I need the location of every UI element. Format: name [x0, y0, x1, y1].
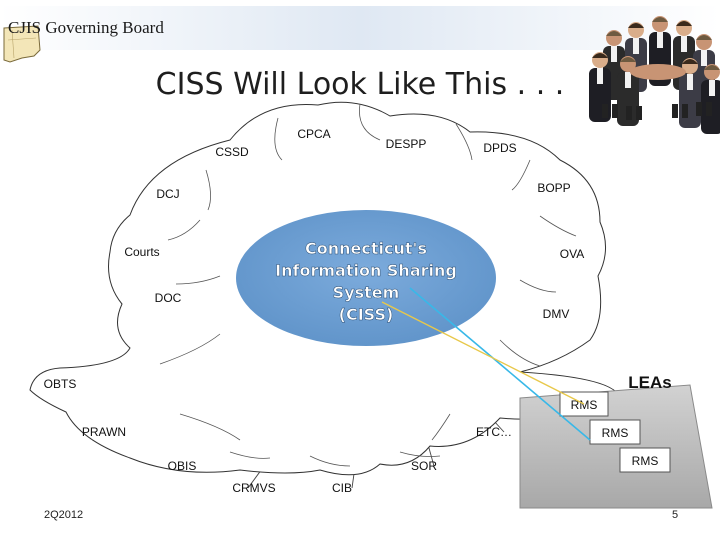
agency-label: CIB [332, 481, 352, 495]
person-collar [681, 36, 687, 52]
region-divider [179, 413, 241, 441]
person-hair [592, 53, 608, 58]
person-body [617, 72, 639, 126]
person-collar [625, 72, 631, 88]
person-hair [620, 57, 636, 62]
region-divider [167, 219, 201, 241]
agency-label: OBIS [168, 459, 197, 473]
rms-box-2 [589, 419, 641, 445]
agency-label: OBTS [44, 377, 77, 391]
person-hair [696, 35, 712, 40]
person-leg [696, 102, 702, 116]
page-number: 5 [672, 509, 678, 521]
region-divider [539, 215, 577, 237]
agency-label: PRAWN [82, 425, 126, 439]
rms-label-3: RMS [632, 454, 659, 468]
link-yellow [381, 301, 585, 405]
person-collar [687, 74, 693, 90]
person-collar [597, 68, 603, 84]
agency-label: SOR [411, 459, 437, 473]
slide-date: 2Q2012 [44, 509, 83, 521]
agency-label: DMV [543, 307, 570, 321]
person-hair [704, 65, 720, 70]
agency-label: DPDS [483, 141, 516, 155]
rms-label-1: RMS [571, 398, 598, 412]
agency-label: DCJ [156, 187, 179, 201]
region-divider [175, 275, 221, 285]
header-band [0, 6, 720, 50]
agency-label: CPCA [297, 127, 330, 141]
person-hair [628, 23, 644, 28]
hub-text-line: Connecticut's [305, 239, 427, 258]
leas-label: LEAs [628, 373, 671, 392]
hub-text-line: Information Sharing [275, 261, 457, 280]
person-leg [612, 104, 618, 118]
team-photo [589, 16, 720, 134]
agency-label: ETC… [476, 425, 512, 439]
region-divider [229, 451, 271, 459]
agency-label: Courts [124, 245, 159, 259]
connecticut-map-icon [3, 25, 41, 63]
person-collar [657, 32, 663, 48]
person-leg [636, 106, 642, 120]
rms-box-3 [619, 447, 671, 473]
person-leg [706, 102, 712, 116]
person-hair [652, 17, 668, 22]
rms-label-2: RMS [602, 426, 629, 440]
person-leg [682, 104, 688, 118]
region-divider [431, 413, 451, 441]
link-cyan [409, 287, 591, 441]
agency-label: DOC [155, 291, 182, 305]
region-divider [499, 339, 541, 367]
region-divider [519, 279, 557, 293]
region-divider [205, 169, 211, 211]
person-hair [682, 59, 698, 64]
person-collar [701, 50, 707, 66]
region-divider [309, 455, 351, 467]
ciss-hub [236, 210, 496, 346]
hub-rms-links [381, 287, 591, 441]
agency-label: OVA [560, 247, 584, 261]
slide-title: CISS Will Look Like This . . . [156, 67, 565, 102]
person-leg [602, 104, 608, 118]
region-divider [159, 333, 221, 365]
person-collar [611, 46, 617, 62]
person-collar [709, 80, 715, 96]
joined-hands [630, 64, 686, 80]
agency-label: CSSD [215, 145, 249, 159]
region-divider [359, 103, 381, 141]
person-hair [606, 31, 622, 36]
hub-text-line: System [333, 283, 400, 302]
agency-label: CRMVS [232, 481, 275, 495]
person-leg [626, 106, 632, 120]
org-name: CJIS Governing Board [8, 18, 164, 37]
region-divider [274, 117, 283, 161]
agency-label: DESPP [386, 137, 427, 151]
person-collar [633, 38, 639, 54]
agency-label: BOPP [537, 181, 570, 195]
region-divider [511, 159, 531, 191]
region-divider [399, 451, 441, 457]
region-divider [455, 123, 473, 161]
leas-panel: RMS RMS RMS LEAs [519, 373, 713, 509]
person-hair [676, 21, 692, 26]
person-leg [672, 104, 678, 118]
hub-text-line: (CISS) [339, 305, 394, 324]
